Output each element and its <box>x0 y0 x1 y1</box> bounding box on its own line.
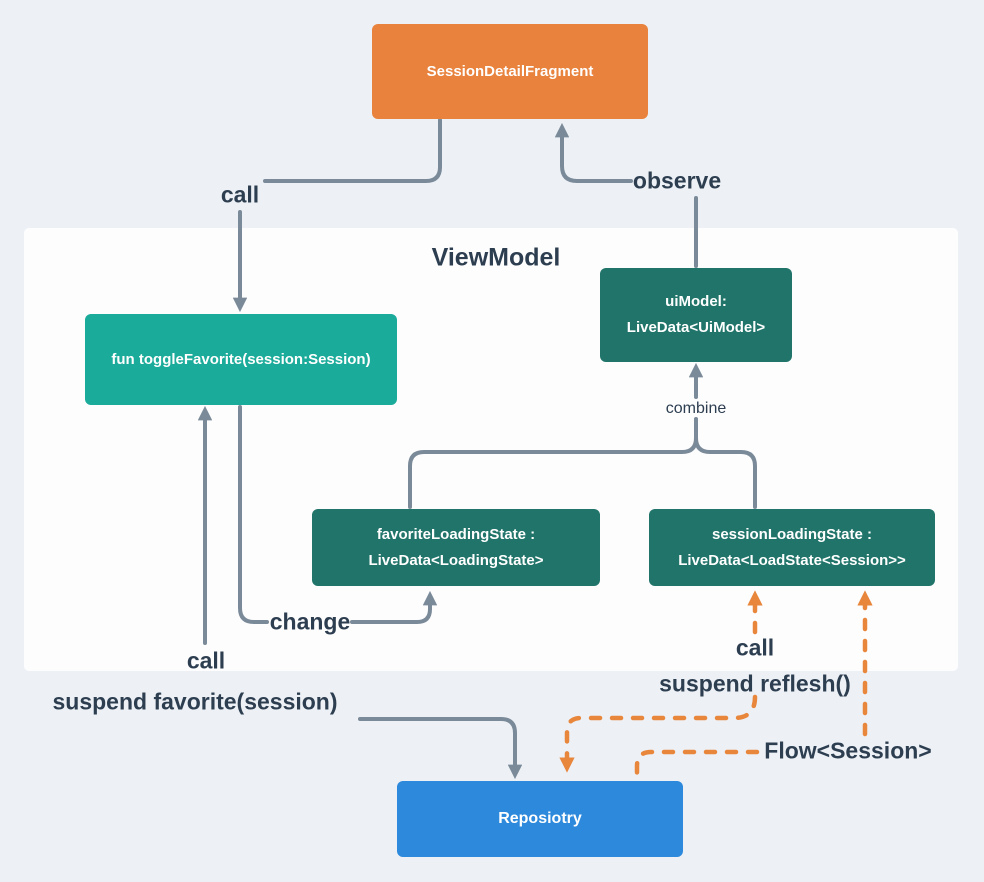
favorite-loading-state-line2: LiveData<LoadingState> <box>368 551 544 569</box>
change-label: change <box>269 608 351 635</box>
session-detail-fragment-node: SessionDetailFragment <box>372 24 648 119</box>
viewmodel-panel <box>24 228 958 671</box>
edge-suspendfavorite-to-repository-arrow <box>358 717 523 780</box>
observe-label: observe <box>632 167 722 194</box>
repository-node: Reposiotry <box>397 781 683 857</box>
suspend-favorite-label: suspend favorite(session) <box>52 688 338 715</box>
flow-session-label: Flow<Session> <box>764 737 932 764</box>
edge-observe-to-fragment-arrow <box>554 122 633 183</box>
viewmodel-panel-title: ViewModel <box>431 243 561 272</box>
edge-repository-to-flow-label <box>634 749 760 783</box>
call-label-bottom-right: call <box>735 634 775 661</box>
favorite-loading-state-line1: favoriteLoadingState : <box>376 525 536 543</box>
session-detail-fragment-label: SessionDetailFragment <box>426 62 594 80</box>
repository-label: Reposiotry <box>498 810 582 827</box>
suspend-reflesh-label: suspend reflesh() <box>659 670 851 697</box>
ui-model-line2: LiveData<UiModel> <box>626 319 766 336</box>
session-loading-state-line1: sessionLoadingState : <box>711 525 873 543</box>
session-loading-state-line2: LiveData<LoadState<Session>> <box>678 551 906 569</box>
ui-model-line1: uiModel: <box>665 293 727 310</box>
toggle-favorite-label: fun toggleFavorite(session:Session) <box>111 350 371 368</box>
edge-refresh-to-repository-arrow <box>559 694 758 773</box>
ui-model-node: uiModel: LiveData<UiModel> <box>600 268 792 362</box>
call-label-top: call <box>220 181 260 208</box>
favorite-loading-state-node: favoriteLoadingState : LiveData<LoadingS… <box>312 509 600 586</box>
session-loading-state-node: sessionLoadingState : LiveData<LoadState… <box>649 509 935 586</box>
edge-fragment-to-call-label <box>263 118 442 183</box>
toggle-favorite-node: fun toggleFavorite(session:Session) <box>85 314 397 405</box>
call-label-bottom-left: call <box>186 647 226 674</box>
combine-label: combine <box>665 400 727 417</box>
